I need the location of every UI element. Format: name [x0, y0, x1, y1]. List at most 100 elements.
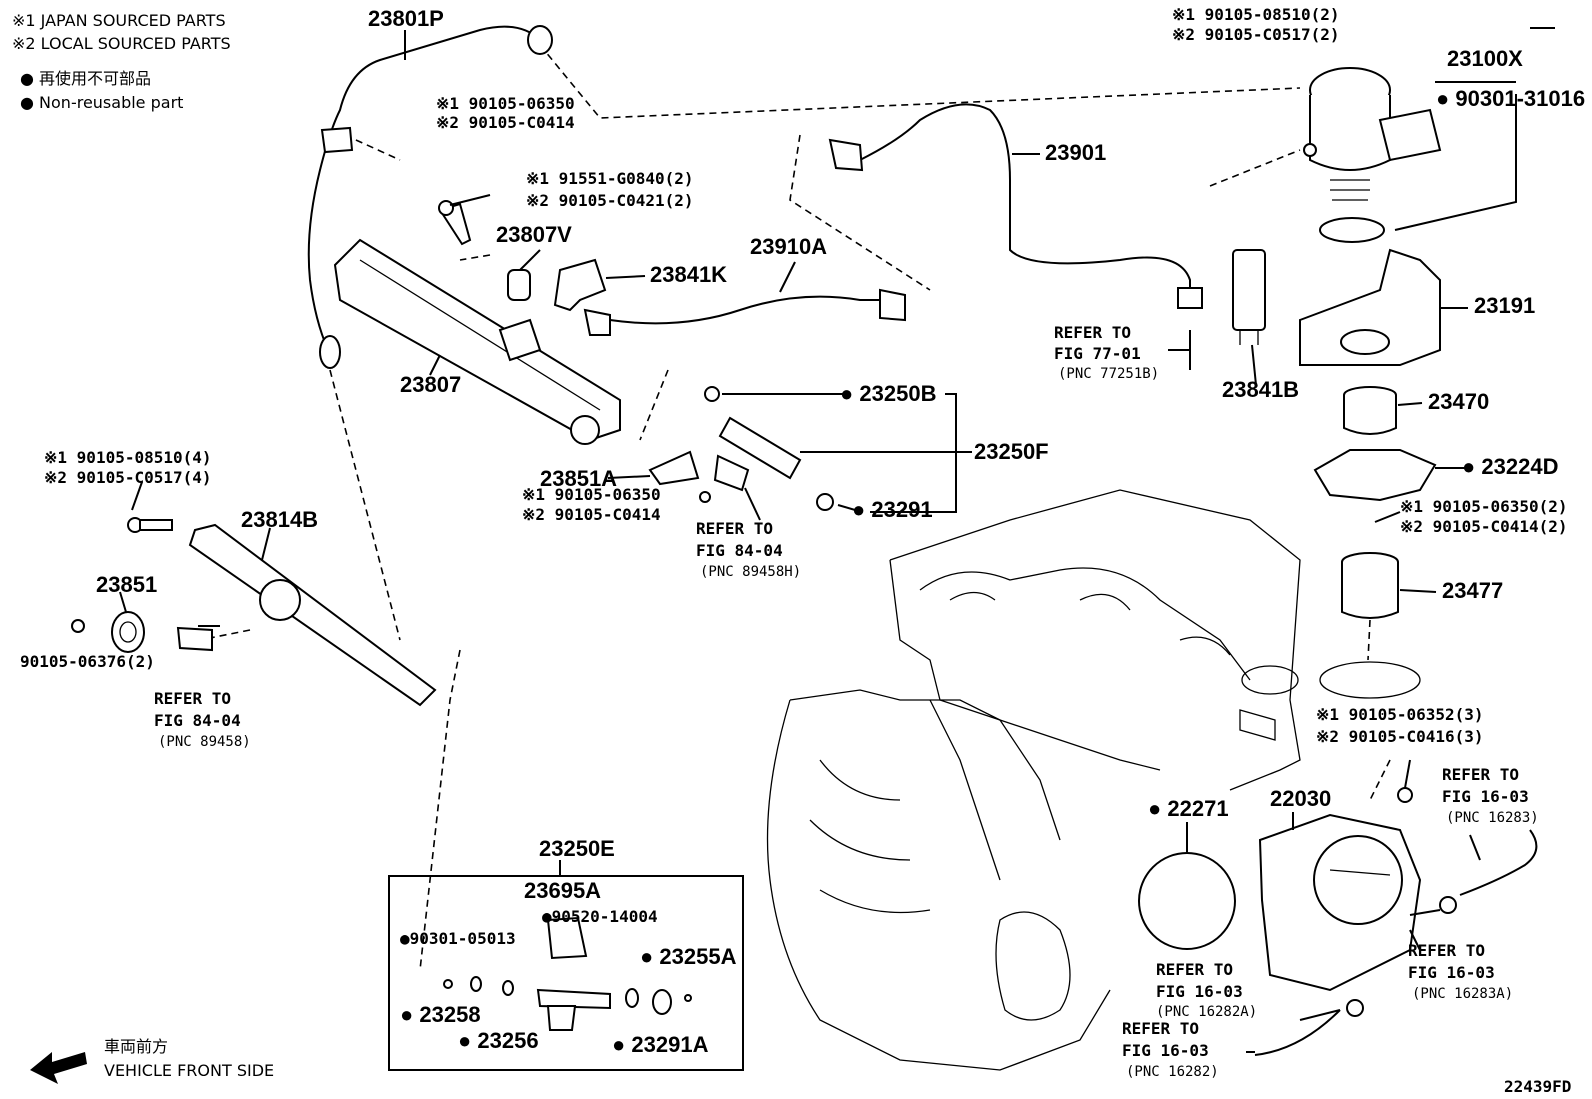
label-23695A: 23695A: [524, 878, 601, 903]
part-23191-bracket: [1299, 248, 1441, 366]
label-23901: 23901: [1045, 140, 1106, 165]
part-23250F-injector: [704, 386, 834, 511]
label-23910A: 23910A: [750, 234, 827, 259]
label-23801P: 23801P: [368, 6, 444, 31]
assembly-lines: [199, 44, 1391, 971]
legend-note-local: ※2 LOCAL SOURCED PARTS: [12, 34, 231, 53]
part-23807V-collar: [438, 200, 531, 301]
svg-text:FIG 16-03: FIG 16-03: [1156, 982, 1243, 1001]
svg-text:FIG 16-03: FIG 16-03: [1442, 787, 1529, 806]
label-23191: 23191: [1474, 293, 1535, 318]
part-23851-spacer: [71, 611, 213, 653]
svg-text:(PNC 16283A): (PNC 16283A): [1412, 986, 1513, 1002]
label-90301-05013: ●90301-05013: [400, 929, 516, 948]
svg-text:FIG 77-01: FIG 77-01: [1054, 344, 1141, 363]
part-labels: 23801P 23901 23100X ● 90301-31016 23807V…: [20, 6, 1585, 1096]
label-23250F: 23250F: [974, 439, 1049, 464]
part-23477-housing: [1341, 552, 1399, 619]
svg-text:FIG 16-03: FIG 16-03: [1122, 1041, 1209, 1060]
svg-text:(PNC 16283): (PNC 16283): [1446, 810, 1539, 826]
bolt-right-low-2: ※2 90105-C0416(3): [1316, 727, 1484, 746]
label-23807: 23807: [400, 372, 461, 397]
bolt-mid-2: ※2 90105-C0414: [522, 505, 661, 524]
bolt-mid-1: ※1 90105-06350: [522, 485, 661, 504]
legend-nonreusable-jp: ● 再使用不可部品: [20, 69, 151, 88]
legend-nonreusable-en: ● Non-reusable part: [20, 93, 183, 112]
bolt-top-right-1: ※1 90105-08510(2): [1172, 5, 1340, 24]
svg-text:(PNC 16282A): (PNC 16282A): [1156, 1004, 1257, 1020]
label-22271: ● 22271: [1148, 796, 1229, 821]
part-23801P-pipe: [307, 25, 553, 369]
svg-text:(PNC 16282): (PNC 16282): [1126, 1064, 1219, 1080]
refer-notes: REFER TO FIG 77-01 (PNC 77251B) REFER TO…: [154, 323, 1539, 1080]
bolt-top-mid-2: ※2 90105-C0414: [436, 113, 575, 132]
bolt-23807V-2: ※2 90105-C0421(2): [526, 191, 694, 210]
diagram-code: 22439FD: [1504, 1077, 1571, 1096]
refer-fig-16-03-a: REFER TO FIG 16-03 (PNC 16283): [1442, 765, 1539, 826]
bolt-right-mid-2: ※2 90105-C0414(2): [1400, 517, 1568, 536]
label-23256: ● 23256: [458, 1028, 539, 1053]
refer-fig-16-03-b: REFER TO FIG 16-03 (PNC 16283A): [1408, 941, 1513, 1002]
bolt-top-mid-1: ※1 90105-06350: [436, 94, 575, 113]
label-23477: 23477: [1442, 578, 1503, 603]
svg-text:REFER TO: REFER TO: [696, 519, 773, 538]
part-water-hoses: [1254, 829, 1538, 1056]
svg-text:REFER TO: REFER TO: [1156, 960, 1233, 979]
svg-text:FIG 16-03: FIG 16-03: [1408, 963, 1495, 982]
label-90520-14004: ●90520-14004: [542, 907, 658, 926]
label-23250E: 23250E: [539, 836, 615, 861]
part-23910A-hose: [583, 288, 906, 336]
svg-text:REFER TO: REFER TO: [1408, 941, 1485, 960]
label-22030: 22030: [1270, 786, 1331, 811]
part-23224D-gasket: [1313, 449, 1437, 502]
svg-text:REFER TO: REFER TO: [1122, 1019, 1199, 1038]
refer-fig-16-03-c: REFER TO FIG 16-03 (PNC 16282A): [1156, 960, 1257, 1020]
label-23841K: 23841K: [650, 262, 727, 287]
part-23470-lifter: [1343, 386, 1397, 435]
label-23224D: ● 23224D: [1462, 454, 1558, 479]
label-23291: ● 23291: [852, 497, 933, 522]
label-23814B: 23814B: [241, 507, 318, 532]
label-90105-06376: 90105-06376(2): [20, 652, 155, 671]
refer-fig-16-03-d: REFER TO FIG 16-03 (PNC 16282): [1122, 1019, 1219, 1080]
refer-fig-84-04-b: REFER TO FIG 84-04 (PNC 89458): [154, 689, 251, 750]
vehicle-front-en: VEHICLE FRONT SIDE: [104, 1061, 274, 1080]
bolt-23807V-1: ※1 91551-G0840(2): [526, 169, 694, 188]
part-23841B-connector: [1232, 249, 1266, 345]
label-23851: 23851: [96, 572, 157, 597]
label-23258: ● 23258: [400, 1002, 481, 1027]
label-90301-31016: ● 90301-31016: [1436, 86, 1585, 111]
part-22271-gasket: [1138, 852, 1236, 950]
svg-text:FIG 84-04: FIG 84-04: [154, 711, 241, 730]
bolt-right-mid-1: ※1 90105-06350(2): [1400, 497, 1568, 516]
label-23291A: ● 23291A: [612, 1032, 709, 1057]
bolt-top-right-2: ※2 90105-C0517(2): [1172, 25, 1340, 44]
leader-lines: [119, 27, 1555, 1053]
part-23807-delivery-pipe: [333, 238, 621, 445]
part-23100X-pump: [1303, 67, 1442, 243]
legend: ※1 JAPAN SOURCED PARTS ※2 LOCAL SOURCED …: [12, 11, 231, 112]
engine-outline: [766, 489, 1421, 1071]
part-23901-hose: [828, 103, 1203, 309]
refer-fig-77-01: REFER TO FIG 77-01 (PNC 77251B): [1054, 323, 1159, 382]
svg-text:REFER TO: REFER TO: [1442, 765, 1519, 784]
part-23814B-delivery-pipe: [127, 517, 437, 707]
svg-text:REFER TO: REFER TO: [154, 689, 231, 708]
bolt-callouts: ※1 90105-08510(2) ※2 90105-C0517(2) ※1 9…: [44, 5, 1568, 746]
svg-text:FIG 84-04: FIG 84-04: [696, 541, 783, 560]
svg-text:(PNC 89458): (PNC 89458): [158, 734, 251, 750]
svg-text:(PNC 89458H): (PNC 89458H): [700, 564, 801, 580]
label-23470: 23470: [1428, 389, 1489, 414]
label-23100X: 23100X: [1447, 46, 1523, 71]
legend-note-japan: ※1 JAPAN SOURCED PARTS: [12, 11, 226, 30]
svg-text:(PNC 77251B): (PNC 77251B): [1058, 366, 1159, 382]
label-23250B: ● 23250B: [840, 381, 936, 406]
label-23255A: ● 23255A: [640, 944, 737, 969]
part-23851A-clamp: [648, 450, 750, 503]
label-23851A: 23851A: [540, 466, 617, 491]
refer-fig-84-04-a: REFER TO FIG 84-04 (PNC 89458H): [696, 519, 801, 580]
bolt-left-1: ※1 90105-08510(4): [44, 448, 212, 467]
label-23841B: 23841B: [1222, 377, 1299, 402]
arrow-left-icon: [30, 1052, 87, 1084]
